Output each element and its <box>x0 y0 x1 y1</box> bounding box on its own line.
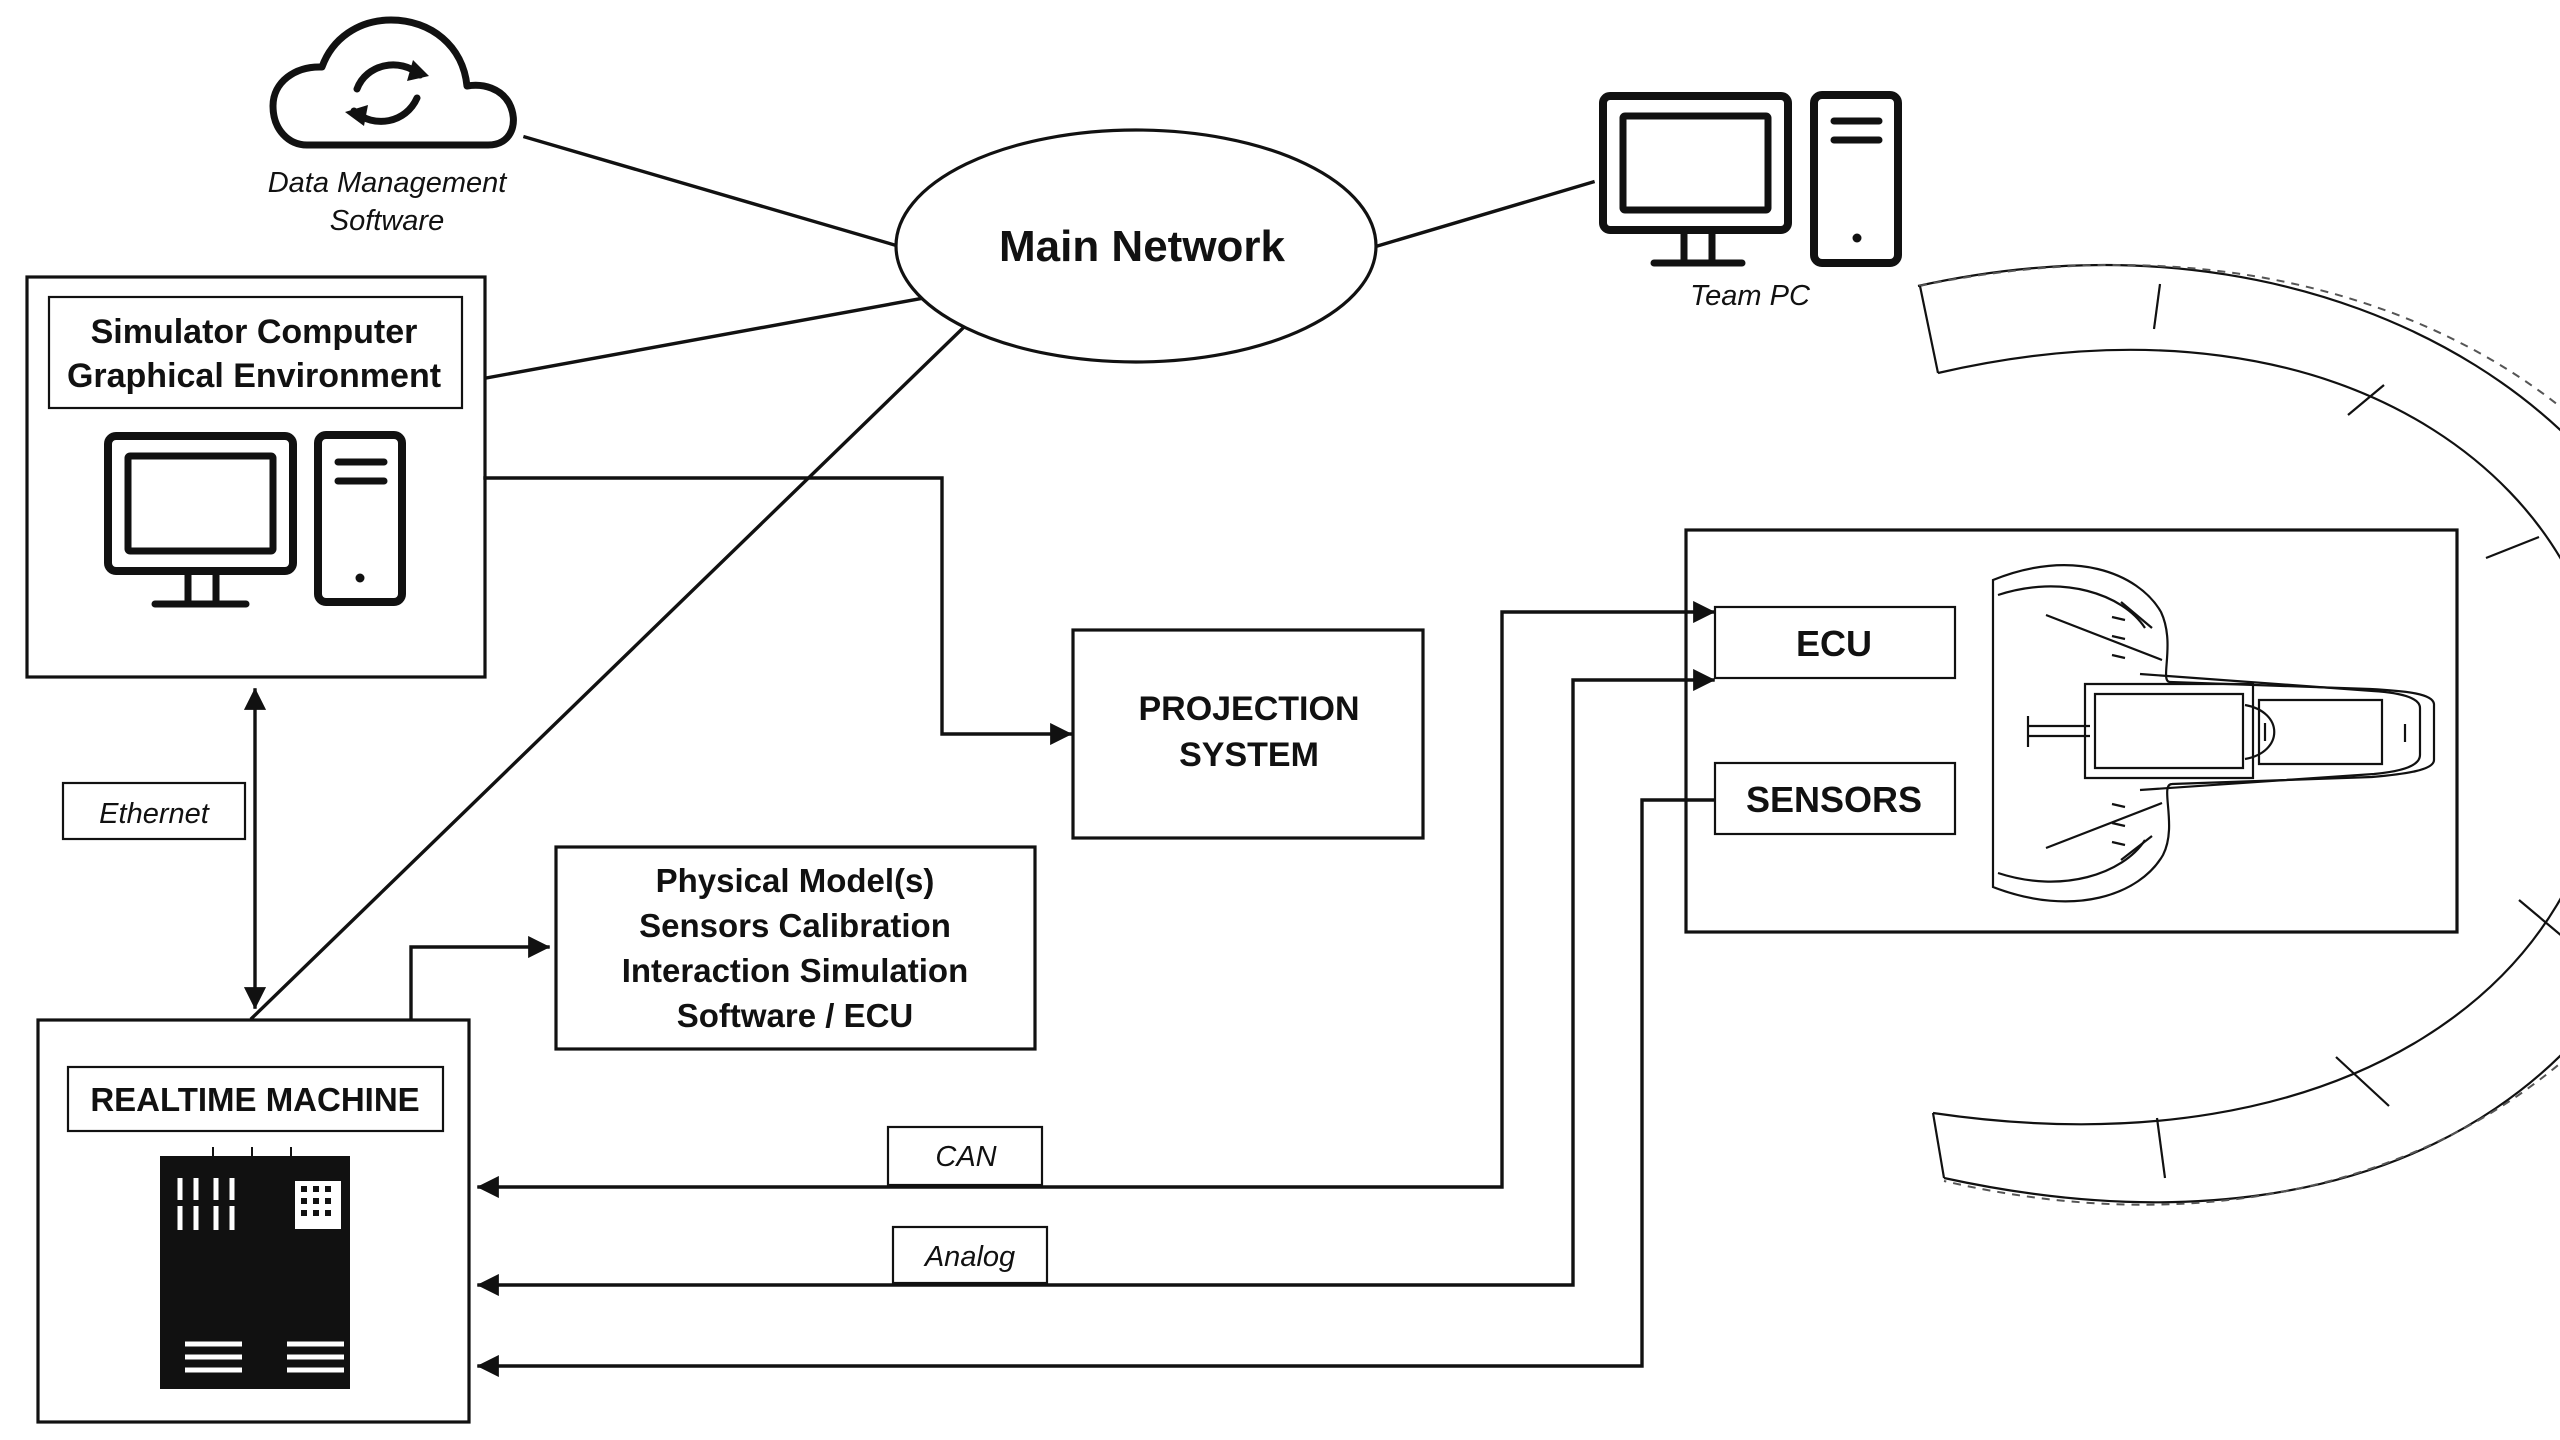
projection-label-line1: PROJECTION <box>1138 690 1359 728</box>
data-management-label-line1: Data Management <box>268 167 509 199</box>
realtime-machine-label: REALTIME MACHINE <box>90 1081 419 1118</box>
physical-model-line3: Interaction Simulation <box>622 952 969 989</box>
analog-label: Analog <box>923 1241 1015 1273</box>
team-pc-screen-icon <box>1619 112 1772 214</box>
cloud-icon <box>269 16 517 149</box>
data-management-software[interactable]: Data Management Software <box>268 16 517 237</box>
simulator-to-projection-arrow <box>483 476 1073 746</box>
physical-model-line1: Physical Model(s) <box>656 862 935 899</box>
vehicle-frame-box <box>1684 528 2459 934</box>
projection-label-line2: SYSTEM <box>1179 736 1319 774</box>
team-pc-to-network-link <box>1371 179 1596 250</box>
can-label: CAN <box>935 1141 996 1173</box>
simulator-screen-icon <box>124 452 277 555</box>
analog-label-box <box>891 1225 1049 1285</box>
simulator-to-network-link <box>484 296 926 380</box>
cloud-to-network-link <box>522 134 901 249</box>
sync-icon <box>345 60 429 126</box>
team-pc[interactable]: Team PC <box>1599 91 1902 312</box>
physical-model-node[interactable]: Physical Model(s) Sensors Calibration In… <box>409 845 1037 1051</box>
projection-system-node[interactable]: PROJECTION SYSTEM <box>483 476 1425 840</box>
main-network-ellipse <box>894 128 1378 364</box>
ecu-label: ECU <box>1796 623 1872 664</box>
sensors-label: SENSORS <box>1746 779 1922 820</box>
data-management-label-line2: Software <box>330 205 444 237</box>
simulator-tower-icon <box>314 431 406 606</box>
realtime-title-box <box>66 1065 445 1133</box>
main-network-node[interactable]: Main Network <box>894 128 1378 364</box>
physical-model-line2: Sensors Calibration <box>639 907 951 944</box>
team-pc-label: Team PC <box>1690 280 1811 312</box>
simulator-monitor-icon <box>104 432 297 575</box>
vehicle-node[interactable]: ECU SENSORS <box>1684 263 2560 1206</box>
main-network-label: Main Network <box>999 222 1286 271</box>
physical-model-line4: Software / ECU <box>677 997 914 1034</box>
race-car-top-view-icon <box>1991 564 2436 903</box>
realtime-to-model-arrow <box>409 935 551 1020</box>
simulator-computer-node[interactable]: Simulator Computer Graphical Environment <box>25 275 487 679</box>
signal-links: CAN Analog <box>476 600 1716 1378</box>
server-rack-icon <box>160 1147 350 1389</box>
ethernet-link: Ethernet <box>61 687 267 1010</box>
ethernet-label: Ethernet <box>99 798 211 830</box>
team-pc-monitor-icon <box>1599 92 1792 234</box>
simulator-title-box <box>47 295 464 410</box>
simulator-title-line2: Graphical Environment <box>67 357 441 395</box>
sensors-to-realtime-link <box>476 798 1715 1378</box>
ecu-box[interactable] <box>1713 605 1957 680</box>
realtime-machine-node[interactable]: REALTIME MACHINE <box>36 1018 471 1424</box>
projection-system-box <box>1071 628 1425 840</box>
simulator-title-line1: Simulator Computer <box>91 313 418 351</box>
curved-screen-icon <box>1917 263 2560 1206</box>
sensors-box[interactable] <box>1713 761 1957 836</box>
ethernet-label-box <box>61 781 247 841</box>
team-pc-tower-icon <box>1810 91 1902 267</box>
analog-link <box>476 668 1716 1297</box>
